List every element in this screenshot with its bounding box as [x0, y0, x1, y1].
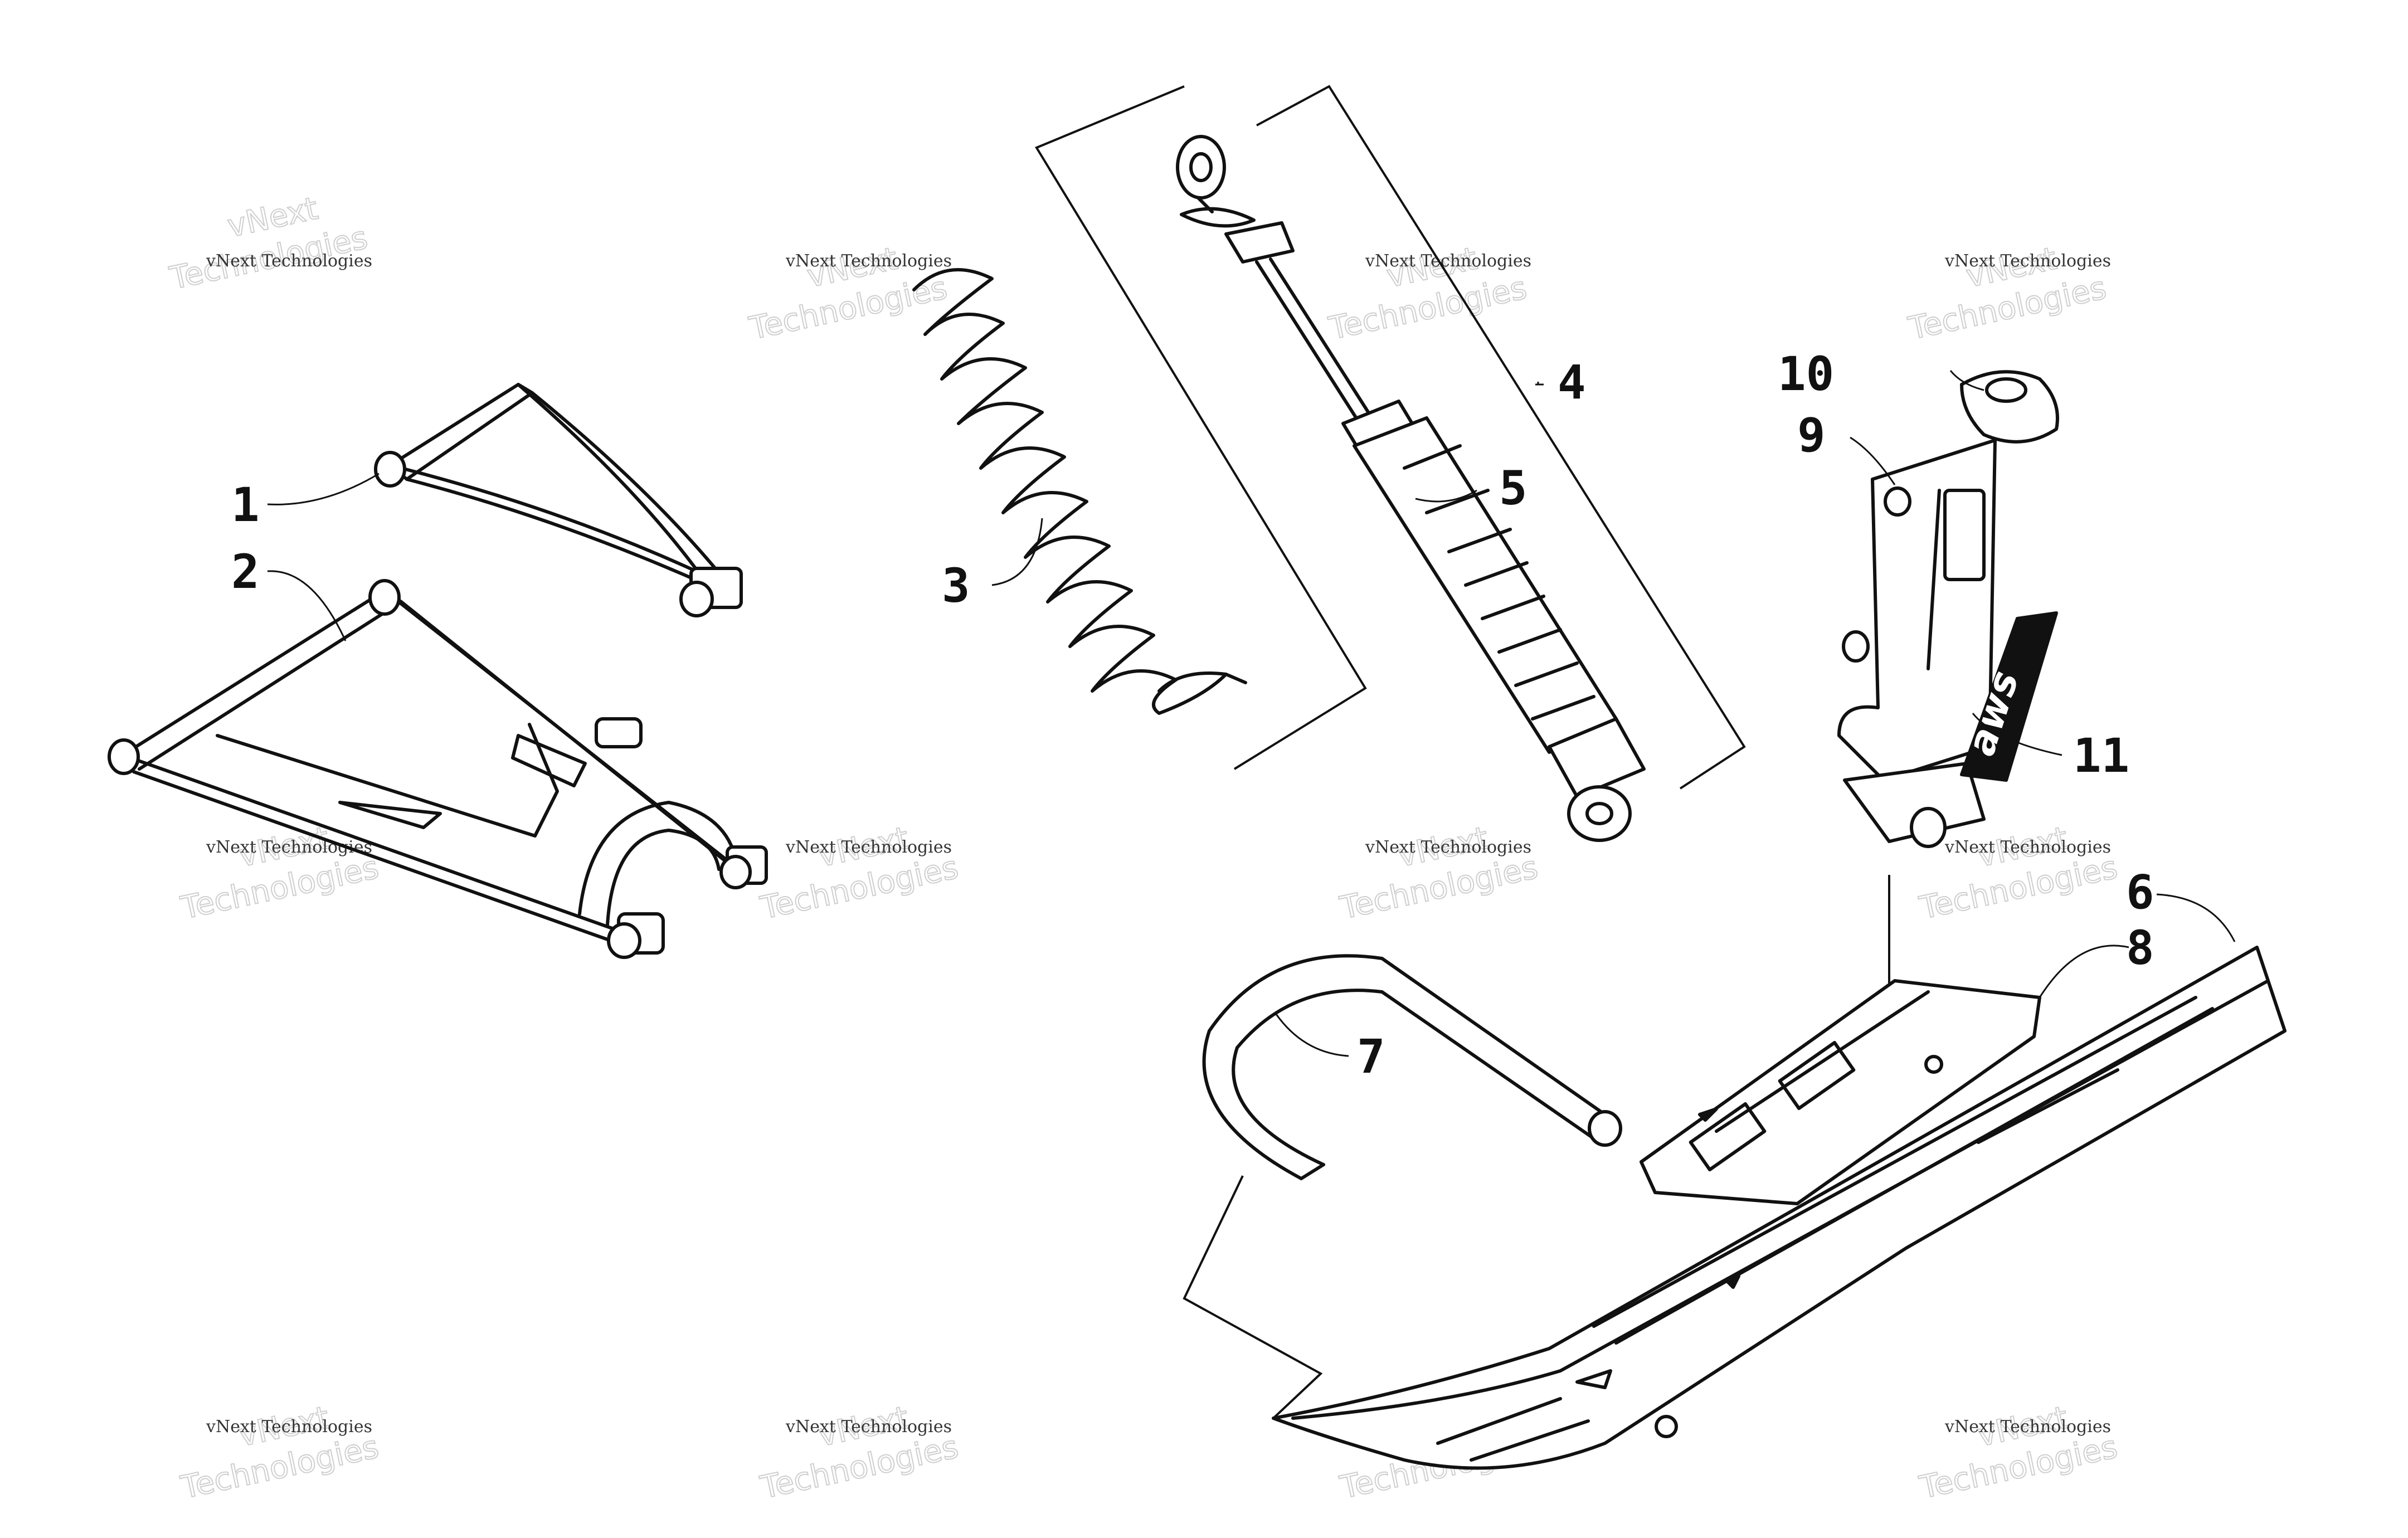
leader-lines: [267, 370, 2236, 1057]
watermark-text: vNext Technologies: [1365, 251, 1531, 271]
watermark-text: vNext Technologies: [1365, 838, 1531, 857]
watermark-text: vNext Technologies: [1944, 838, 2111, 857]
watermark-text: vNext Technologies: [785, 1417, 952, 1437]
callout-1: 1: [231, 478, 260, 532]
watermark-text: vNext Technologies: [206, 1417, 372, 1437]
ski: [1272, 946, 2287, 1470]
callout-10: 10: [1778, 347, 1834, 401]
watermark-text: vNext Technologies: [1944, 251, 2111, 271]
watermark: vNext Technologies: [1336, 820, 1541, 927]
watermark-text: vNext Technologies: [785, 251, 952, 271]
shock-absorber: [1176, 135, 1646, 842]
callout-4: 4: [1558, 355, 1586, 410]
watermark: vNext Technologies: [177, 820, 382, 927]
lower-a-arm: [108, 579, 768, 959]
watermark-text: vNext Technologies: [206, 251, 372, 271]
watermark: vNext Technologies: [166, 190, 371, 298]
watermark: vNext Technologies: [1905, 240, 2110, 348]
callout-9: 9: [1797, 408, 1826, 463]
watermark-text: vNext Technologies: [1944, 1417, 2111, 1437]
upper-a-arm: [374, 383, 743, 617]
watermark: vNext Technologies: [1325, 240, 1530, 348]
clamp: [1960, 370, 2059, 444]
watermark-text: vNext Technologies: [785, 838, 952, 857]
callouts: 1 2 3 4 5 6 7 8 9 10 11: [231, 347, 2154, 1084]
callout-8: 8: [2126, 921, 2154, 975]
coil-spring: [912, 268, 1247, 715]
ski-group-bracket: [1183, 875, 1890, 1419]
ski-spindle: [1837, 439, 1997, 848]
ski-saddle: [1640, 979, 2041, 1205]
ski-loop: [1202, 954, 1622, 1180]
callout-7: 7: [1357, 1029, 1385, 1084]
watermark: vNext Technologies: [177, 1399, 382, 1507]
watermark: vNext Technologies: [1916, 1399, 2121, 1507]
callout-6: 6: [2126, 865, 2154, 919]
callout-11: 11: [2073, 728, 2129, 783]
callout-2: 2: [231, 544, 260, 599]
watermark: vNext Technologies: [757, 1399, 962, 1507]
watermark: vNext Technologies: [746, 240, 951, 348]
shock-assembly-bracket: [1035, 85, 1746, 790]
watermark: vNext Technologies: [757, 820, 962, 927]
callout-5: 5: [1499, 461, 1528, 515]
callout-3: 3: [942, 558, 970, 613]
